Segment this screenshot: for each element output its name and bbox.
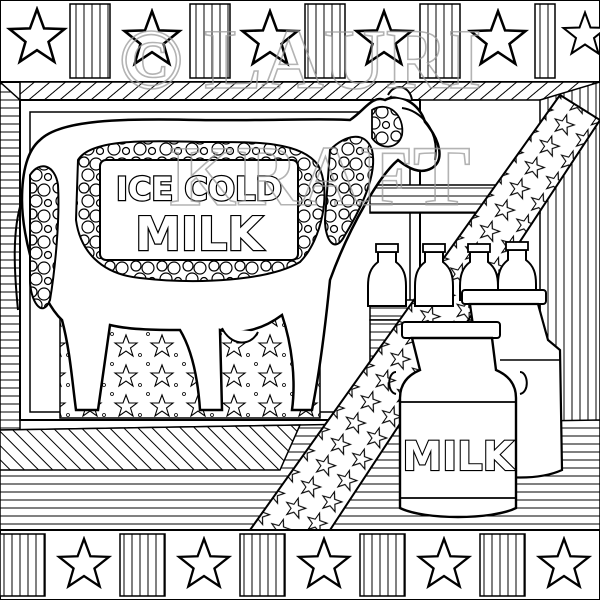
top-star-border: [0, 0, 600, 83]
milk-bottle-icon: [497, 241, 537, 297]
milk-bottle-icon: [414, 243, 454, 307]
milk-bottle-icon: [459, 243, 499, 301]
milk-can-front: MILK: [388, 321, 528, 519]
copyright-watermark: © LAURI KRAFT: [118, 10, 483, 225]
milk-bottle-icon: [367, 243, 407, 307]
sign-line-ice-cold: ICE COLD: [116, 170, 282, 208]
milk-bottles: [367, 241, 537, 307]
milk-cans: MILK: [388, 289, 564, 519]
can-label-milk: MILK: [402, 434, 515, 480]
sign-line-milk: MILK: [135, 207, 265, 261]
cow-illustration: ICE COLD MILK: [13, 86, 441, 412]
watermark-line-1: © LAURI: [119, 11, 482, 107]
bottom-star-border: [0, 529, 600, 600]
watermark-line-2: KRAFT: [170, 128, 471, 224]
